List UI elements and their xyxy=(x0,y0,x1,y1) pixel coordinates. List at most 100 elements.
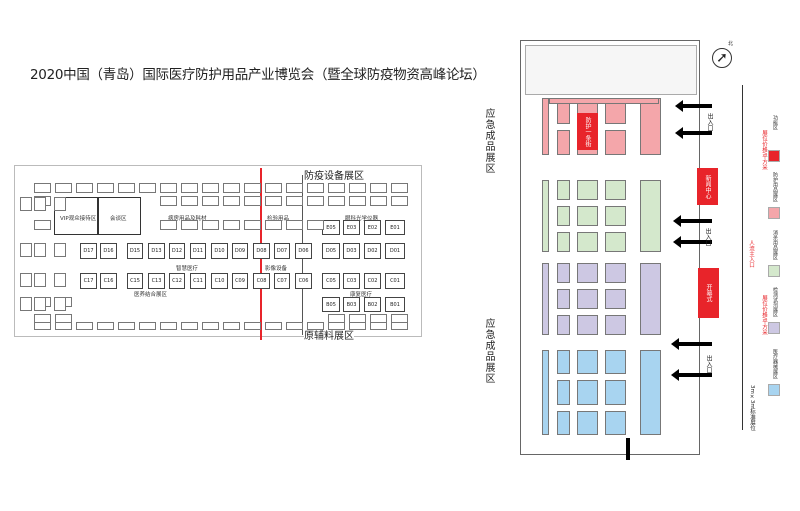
small-booth xyxy=(181,196,198,206)
booth-D13: D13 xyxy=(148,243,165,259)
small-booth xyxy=(349,322,366,330)
legend-label: 功能区 xyxy=(772,115,778,130)
small-booth xyxy=(202,196,219,206)
small-booth xyxy=(328,183,345,193)
legend-label: 防护用品展区 xyxy=(772,172,778,202)
booth-B05: B05 xyxy=(322,297,340,312)
booth-testing xyxy=(605,289,626,309)
small-booth xyxy=(328,322,345,330)
booth-D06: D06 xyxy=(295,243,312,259)
small-booth xyxy=(34,273,46,287)
booth-C05: C05 xyxy=(322,273,340,289)
small-booth xyxy=(391,196,408,206)
small-booth xyxy=(202,183,219,193)
small-booth xyxy=(370,183,387,193)
booth-C01: C01 xyxy=(385,273,405,289)
booth-small-disinfection xyxy=(557,180,570,200)
zone-ward: 病房用品及耗材 xyxy=(168,216,207,222)
price-label: 展位价格/平方米 xyxy=(761,295,767,336)
legend-swatch xyxy=(768,150,780,162)
booth-small-medical xyxy=(557,410,570,435)
zone-vip: VIP观众接待区 xyxy=(60,216,97,222)
zone-elder: 医养结合展区 xyxy=(134,292,168,298)
booth-C08: C08 xyxy=(253,273,270,289)
small-booth xyxy=(307,196,324,206)
booth-C10: C10 xyxy=(211,273,228,289)
booth-E02: E02 xyxy=(364,220,381,235)
exit-label: 出入口 xyxy=(705,355,712,373)
zone-lab: 检验用品 xyxy=(267,216,290,222)
booth-C15: C15 xyxy=(127,273,143,289)
page-title: 2020中国（青岛）国际医疗防护用品产业博览会（暨全球防疫物资高峰论坛） xyxy=(30,67,486,83)
booth-disinfection xyxy=(577,206,598,226)
booth-B03: B03 xyxy=(343,297,360,312)
right-hall xyxy=(520,40,700,455)
emergency-zone-bottom: 应急成品展区 xyxy=(483,318,494,384)
right-wall xyxy=(742,85,743,430)
small-booth xyxy=(307,183,324,193)
small-booth xyxy=(244,183,261,193)
small-booth xyxy=(34,297,46,311)
booth-C03: C03 xyxy=(343,273,360,289)
booth-B01: B01 xyxy=(385,297,405,312)
legend-swatch xyxy=(768,265,780,277)
small-booth xyxy=(265,220,282,230)
right-hall-top-rooms xyxy=(525,45,697,95)
zone-imaging: 影像设备 xyxy=(265,266,288,272)
booth-C11: C11 xyxy=(190,273,206,289)
zone-raw-label: 原辅料展区 xyxy=(304,327,354,342)
booth-large-medical xyxy=(640,350,661,435)
booth-B02: B02 xyxy=(364,297,381,312)
small-booth xyxy=(328,196,345,206)
small-booth xyxy=(286,220,303,230)
booth-D07: D07 xyxy=(274,243,290,259)
legend-label: 检测试剂展区 xyxy=(772,287,778,317)
exit-arrow xyxy=(673,215,712,227)
small-booth xyxy=(34,220,51,230)
booth-testing xyxy=(577,315,598,335)
small-booth xyxy=(244,196,261,206)
booth-small-disinfection xyxy=(557,232,570,252)
booth-C09: C09 xyxy=(232,273,248,289)
small-booth xyxy=(391,183,408,193)
small-booth xyxy=(118,183,135,193)
booth-D09: D09 xyxy=(232,243,248,259)
small-booth xyxy=(55,183,72,193)
booth-D16: D16 xyxy=(100,243,117,259)
small-booth xyxy=(244,322,261,330)
small-booth xyxy=(34,243,46,257)
booth-D03: D03 xyxy=(343,243,360,259)
booth-E01: E01 xyxy=(385,220,405,235)
booth-D17: D17 xyxy=(80,243,97,259)
opening-ceremony: 开幕式 xyxy=(698,268,719,318)
booth-D15: D15 xyxy=(127,243,143,259)
booth-C02: C02 xyxy=(364,273,381,289)
booth-C17: C17 xyxy=(80,273,97,289)
small-booth xyxy=(160,322,177,330)
small-booth xyxy=(181,322,198,330)
small-booth xyxy=(139,322,156,330)
booth-disinfection xyxy=(605,206,626,226)
booth-large-disinfection xyxy=(640,180,661,252)
booth-medical xyxy=(577,380,598,405)
booth-small-testing xyxy=(557,263,570,283)
legend-swatch xyxy=(768,322,780,334)
left-hall xyxy=(14,165,422,337)
small-booth xyxy=(286,196,303,206)
booth-medical xyxy=(577,410,598,435)
booth-strip-medical xyxy=(542,350,549,435)
booth-medical xyxy=(605,410,626,435)
small-booth xyxy=(223,196,240,206)
small-booth xyxy=(34,322,51,330)
booth-testing xyxy=(605,263,626,283)
red-function-block: 防护一条街 xyxy=(577,113,598,150)
small-booth xyxy=(54,297,66,311)
small-booth xyxy=(286,183,303,193)
booth-C12: C12 xyxy=(169,273,185,289)
booth-D12: D12 xyxy=(169,243,185,259)
booth-small-medical xyxy=(557,350,570,375)
small-booth xyxy=(76,322,93,330)
vip-area xyxy=(54,197,98,235)
zone-smart: 智慧医疗 xyxy=(176,266,199,272)
small-booth xyxy=(181,220,198,230)
